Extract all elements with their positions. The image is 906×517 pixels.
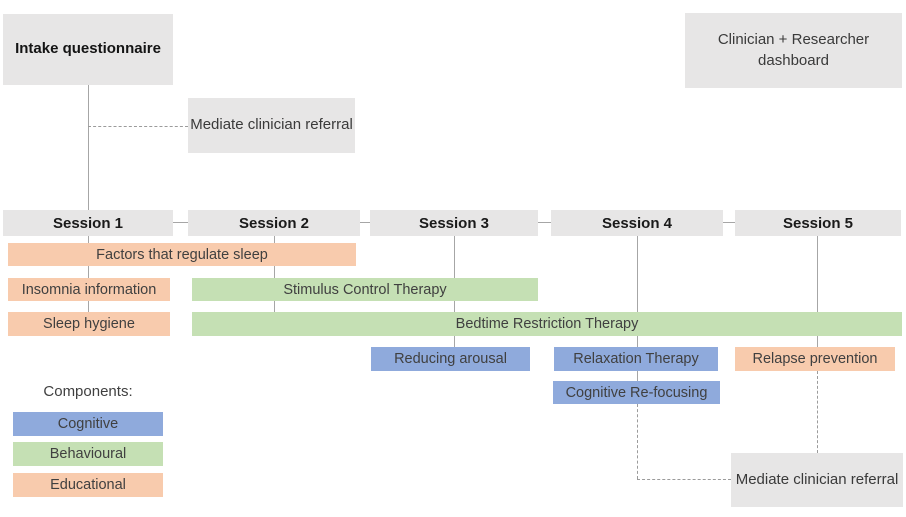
flow-node-label: Mediate clinician referral — [190, 116, 353, 134]
bar-reducing-arousal: Reducing arousal — [371, 347, 530, 371]
bar-label: Cognitive Re-focusing — [565, 384, 708, 401]
bar-factors-that-regulate-sleep: Factors that regulate sleep — [8, 243, 356, 266]
connector-session4-session5 — [723, 222, 735, 223]
legend-title: Components: — [43, 383, 133, 400]
connector-session2-session3 — [360, 222, 370, 223]
connector-session4-to-mediate-referral-dashed-h — [637, 479, 731, 480]
bar-label: Factors that regulate sleep — [96, 246, 268, 263]
session-header-4: Session 4 — [551, 210, 723, 236]
session-header-1: Session 1 — [3, 210, 173, 236]
legend-item-label: Behavioural — [49, 446, 127, 462]
bar-relaxation-therapy: Relaxation Therapy — [554, 347, 718, 371]
connector-session3-session4 — [538, 222, 551, 223]
legend-item-label: Cognitive — [57, 416, 119, 432]
bar-label: Relapse prevention — [752, 351, 878, 367]
flow-node-intake-questionnaire: Intake questionnaire — [3, 14, 173, 85]
connector-session5-column — [817, 236, 818, 371]
bar-label: Reducing arousal — [394, 351, 507, 367]
legend-item-cognitive: Cognitive — [13, 412, 163, 436]
bar-label: Sleep hygiene — [43, 316, 135, 332]
bar-cognitive-refocusing: Cognitive Re-focusing — [553, 381, 720, 404]
legend-item-label: Educational — [50, 477, 126, 493]
bar-label: Insomnia information — [21, 281, 157, 298]
flow-node-label: Mediate clinician referral — [735, 470, 899, 488]
legend-item-behavioural: Behavioural — [13, 442, 163, 466]
connector-session1-column — [88, 236, 89, 312]
bar-bedtime-restriction-therapy: Bedtime Restriction Therapy — [192, 312, 902, 336]
connector-intake-to-session1 — [88, 85, 89, 210]
flow-node-mediate-clinician-referral-bottom: Mediate clinician referral — [731, 453, 903, 507]
bar-label: Stimulus Control Therapy — [283, 281, 447, 298]
session-label: Session 3 — [418, 214, 490, 232]
bar-stimulus-control-therapy: Stimulus Control Therapy — [192, 278, 538, 301]
flow-node-clinician-researcher-dashboard: Clinician + Researcher dashboard — [685, 13, 902, 88]
connector-session5-to-mediate-referral-dashed — [817, 371, 818, 453]
connector-session1-session2 — [173, 222, 188, 223]
connector-intake-to-mediate-referral-dashed — [88, 126, 188, 127]
flow-node-label: Clinician + Researcher dashboard — [717, 31, 870, 69]
session-label: Session 5 — [782, 214, 854, 232]
session-label: Session 1 — [52, 214, 124, 232]
connector-session2-column — [274, 236, 275, 312]
session-header-2: Session 2 — [188, 210, 360, 236]
flow-node-mediate-clinician-referral-top: Mediate clinician referral — [188, 98, 355, 153]
flow-node-label: Intake questionnaire — [15, 40, 161, 58]
bar-relapse-prevention: Relapse prevention — [735, 347, 895, 371]
connector-session4-to-mediate-referral-dashed-v — [637, 404, 638, 479]
session-label: Session 4 — [601, 214, 673, 232]
session-header-3: Session 3 — [370, 210, 538, 236]
session-header-5: Session 5 — [735, 210, 901, 236]
bar-sleep-hygiene: Sleep hygiene — [8, 312, 170, 336]
legend-item-educational: Educational — [13, 473, 163, 497]
bar-label: Relaxation Therapy — [573, 351, 699, 367]
bar-label: Bedtime Restriction Therapy — [455, 316, 639, 332]
bar-insomnia-information: Insomnia information — [8, 278, 170, 301]
session-label: Session 2 — [238, 214, 310, 232]
